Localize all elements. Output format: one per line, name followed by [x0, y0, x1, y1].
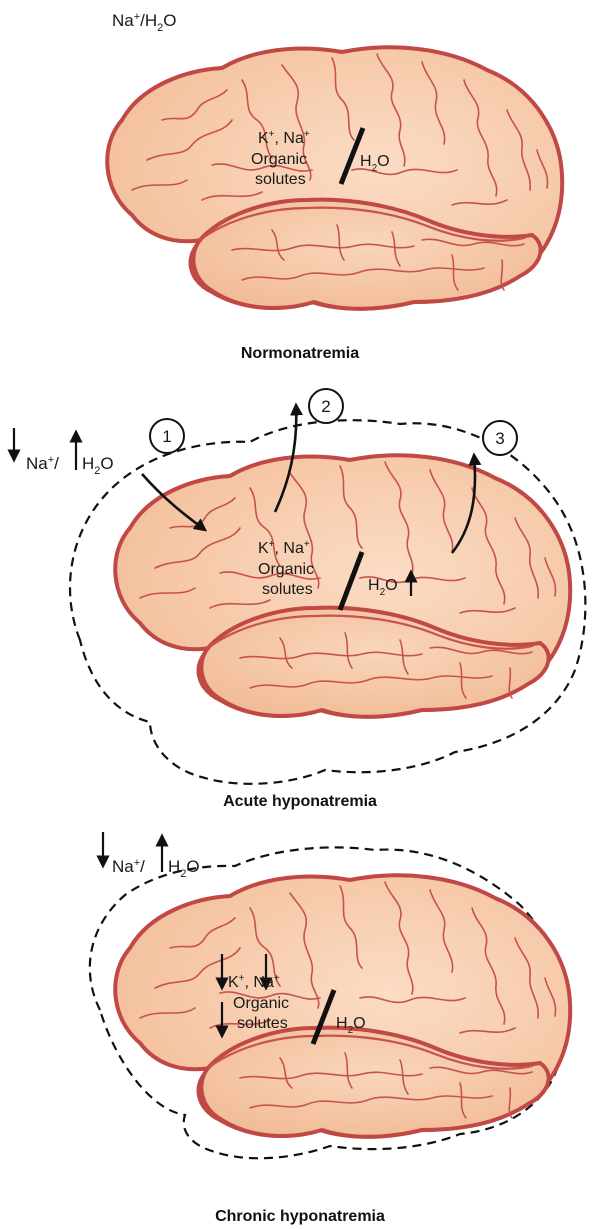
step-3-label: 3 [495, 429, 504, 448]
brain-illustration [107, 47, 562, 308]
step-2-label: 2 [321, 397, 330, 416]
organic-label: Organic [258, 561, 314, 578]
panel-caption: Normonatremia [241, 345, 359, 362]
brain-illustration [115, 455, 570, 716]
intracellular-ions-label: K+, Na+ [258, 129, 310, 147]
solutes-label: solutes [237, 1015, 288, 1032]
svg-text:Na+/: Na+/ [26, 454, 59, 473]
svg-text:H2O: H2O [82, 454, 114, 477]
svg-text:Na+/: Na+/ [112, 857, 145, 876]
ratio-label: Na+/ H2O [103, 832, 200, 880]
brain-illustration [115, 875, 570, 1136]
intracellular-ions-label: K+, Na+ [228, 973, 280, 991]
ratio-label: Na+/ H2O [14, 428, 114, 477]
organic-label: Organic [251, 151, 307, 168]
panel-acute-hyponatremia: Na+/ H2O 1 2 3 K+, Na+ Organic solutes H… [14, 389, 585, 810]
organic-label: Organic [233, 995, 289, 1012]
panel-normonatremia: Na+/H2O K+, Na+ Organic solutes H2O Norm… [107, 11, 562, 362]
panel-caption: Chronic hyponatremia [215, 1208, 385, 1225]
panel-chronic-hyponatremia: Na+/ H2O K+, Na+ Organic solutes H2O Chr… [90, 832, 570, 1225]
intracellular-ions-label: K+, Na+ [258, 539, 310, 557]
solutes-label: solutes [255, 171, 306, 188]
solutes-label: solutes [262, 581, 313, 598]
step-1-label: 1 [162, 427, 171, 446]
svg-text:H2O: H2O [168, 857, 200, 880]
ratio-label: Na+/H2O [112, 11, 177, 34]
panel-caption: Acute hyponatremia [223, 793, 377, 810]
